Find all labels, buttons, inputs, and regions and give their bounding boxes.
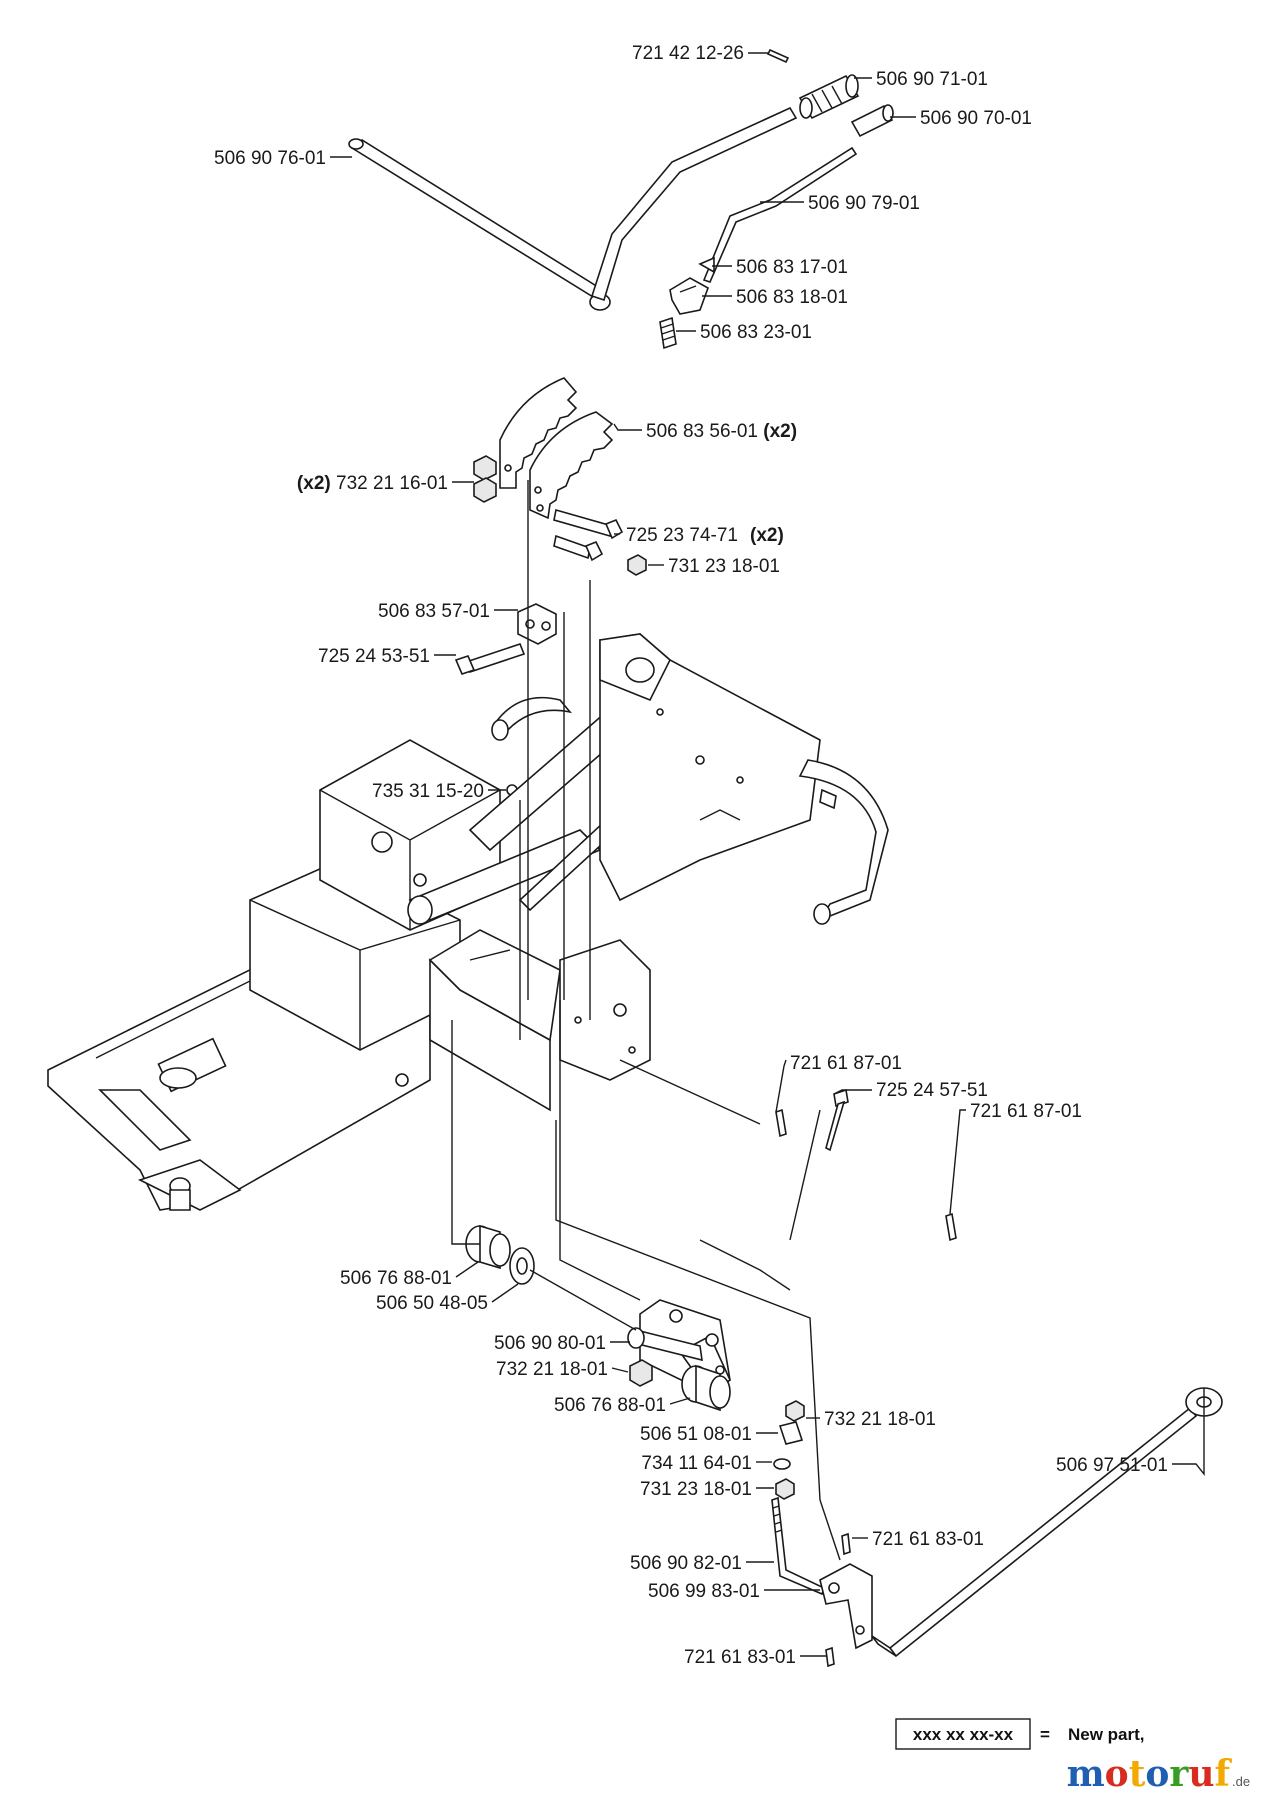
part-label: 506 83 17-01: [736, 257, 848, 278]
logo-letter: u: [1188, 1753, 1214, 1795]
part-label: 506 90 70-01: [920, 108, 1032, 129]
logo-letter: m: [1067, 1753, 1105, 1795]
part-qty: (x2): [297, 473, 331, 494]
logo-letter: t: [1129, 1753, 1146, 1795]
part-label: 506 97 51-01: [1056, 1455, 1168, 1476]
part-label: 506 83 57-01: [378, 601, 490, 622]
legend-meaning: New part,: [1068, 1725, 1145, 1744]
part-label: 506 90 79-01: [808, 193, 920, 214]
chassis-frame-drawing: [47, 633, 889, 1211]
logo-letter: o: [1105, 1753, 1129, 1795]
part-label: 725 23 74-71 (x2): [626, 525, 784, 546]
part-number: 725 23 74-71: [626, 525, 738, 546]
linkage-drawing: [465, 1088, 1223, 1668]
part-label: 506 50 48-05: [376, 1293, 488, 1314]
lever-assembly-drawing: [348, 48, 894, 350]
part-label: 721 61 83-01: [684, 1647, 796, 1668]
part-label: 732 21 18-01: [824, 1409, 936, 1430]
logo-letter: r: [1169, 1753, 1189, 1795]
part-label: 734 11 64-01: [641, 1453, 752, 1474]
legend: xxx xx xx-xx = New part,: [895, 1718, 1145, 1750]
logo-letter: f: [1215, 1753, 1233, 1795]
part-label: 721 61 83-01: [872, 1529, 984, 1550]
part-label: 506 90 82-01: [630, 1553, 742, 1574]
leader-lines: [330, 52, 1205, 1657]
part-label: 506 51 08-01: [640, 1424, 752, 1445]
motoruf-logo: motoruf .de: [1067, 1753, 1251, 1795]
part-label: 506 83 56-01 (x2): [646, 421, 797, 442]
logo-letter: o: [1145, 1753, 1169, 1795]
part-label: 506 76 88-01: [340, 1268, 452, 1289]
part-label: 506 90 76-01: [214, 148, 326, 169]
part-label: 506 90 71-01: [876, 69, 988, 90]
part-label: 506 76 88-01: [554, 1395, 666, 1416]
part-label: (x2) 732 21 16-01: [297, 473, 448, 494]
part-label: 506 83 23-01: [700, 322, 812, 343]
part-label: 721 42 12-26: [632, 43, 744, 64]
part-label: 725 24 57-51: [876, 1080, 988, 1101]
part-label: 731 23 18-01: [640, 1479, 752, 1500]
legend-sample: xxx xx xx-xx: [913, 1725, 1014, 1744]
part-number: 732 21 16-01: [336, 473, 448, 494]
part-label: 731 23 18-01: [668, 556, 780, 577]
part-number: 506 83 56-01: [646, 421, 758, 442]
part-label: 506 83 18-01: [736, 287, 848, 308]
part-label: 506 99 83-01: [648, 1581, 760, 1602]
part-label: 721 61 87-01: [790, 1053, 902, 1074]
part-label: 725 24 53-51: [318, 646, 430, 667]
part-label: 735 31 15-20: [372, 781, 484, 802]
part-qty: (x2): [750, 525, 784, 546]
logo-suffix: .de: [1232, 1774, 1250, 1789]
part-label: 506 90 80-01: [494, 1333, 606, 1354]
part-qty: (x2): [763, 421, 797, 442]
part-labels: 721 42 12-26 506 90 71-01 506 90 70-01 5…: [214, 43, 1168, 1668]
legend-equals: =: [1040, 1725, 1050, 1744]
part-label: 721 61 87-01: [970, 1101, 1082, 1122]
part-label: 732 21 18-01: [496, 1359, 608, 1380]
legend-sample-box: [895, 1718, 1031, 1750]
logo-wordmark: motoruf: [1067, 1753, 1233, 1795]
